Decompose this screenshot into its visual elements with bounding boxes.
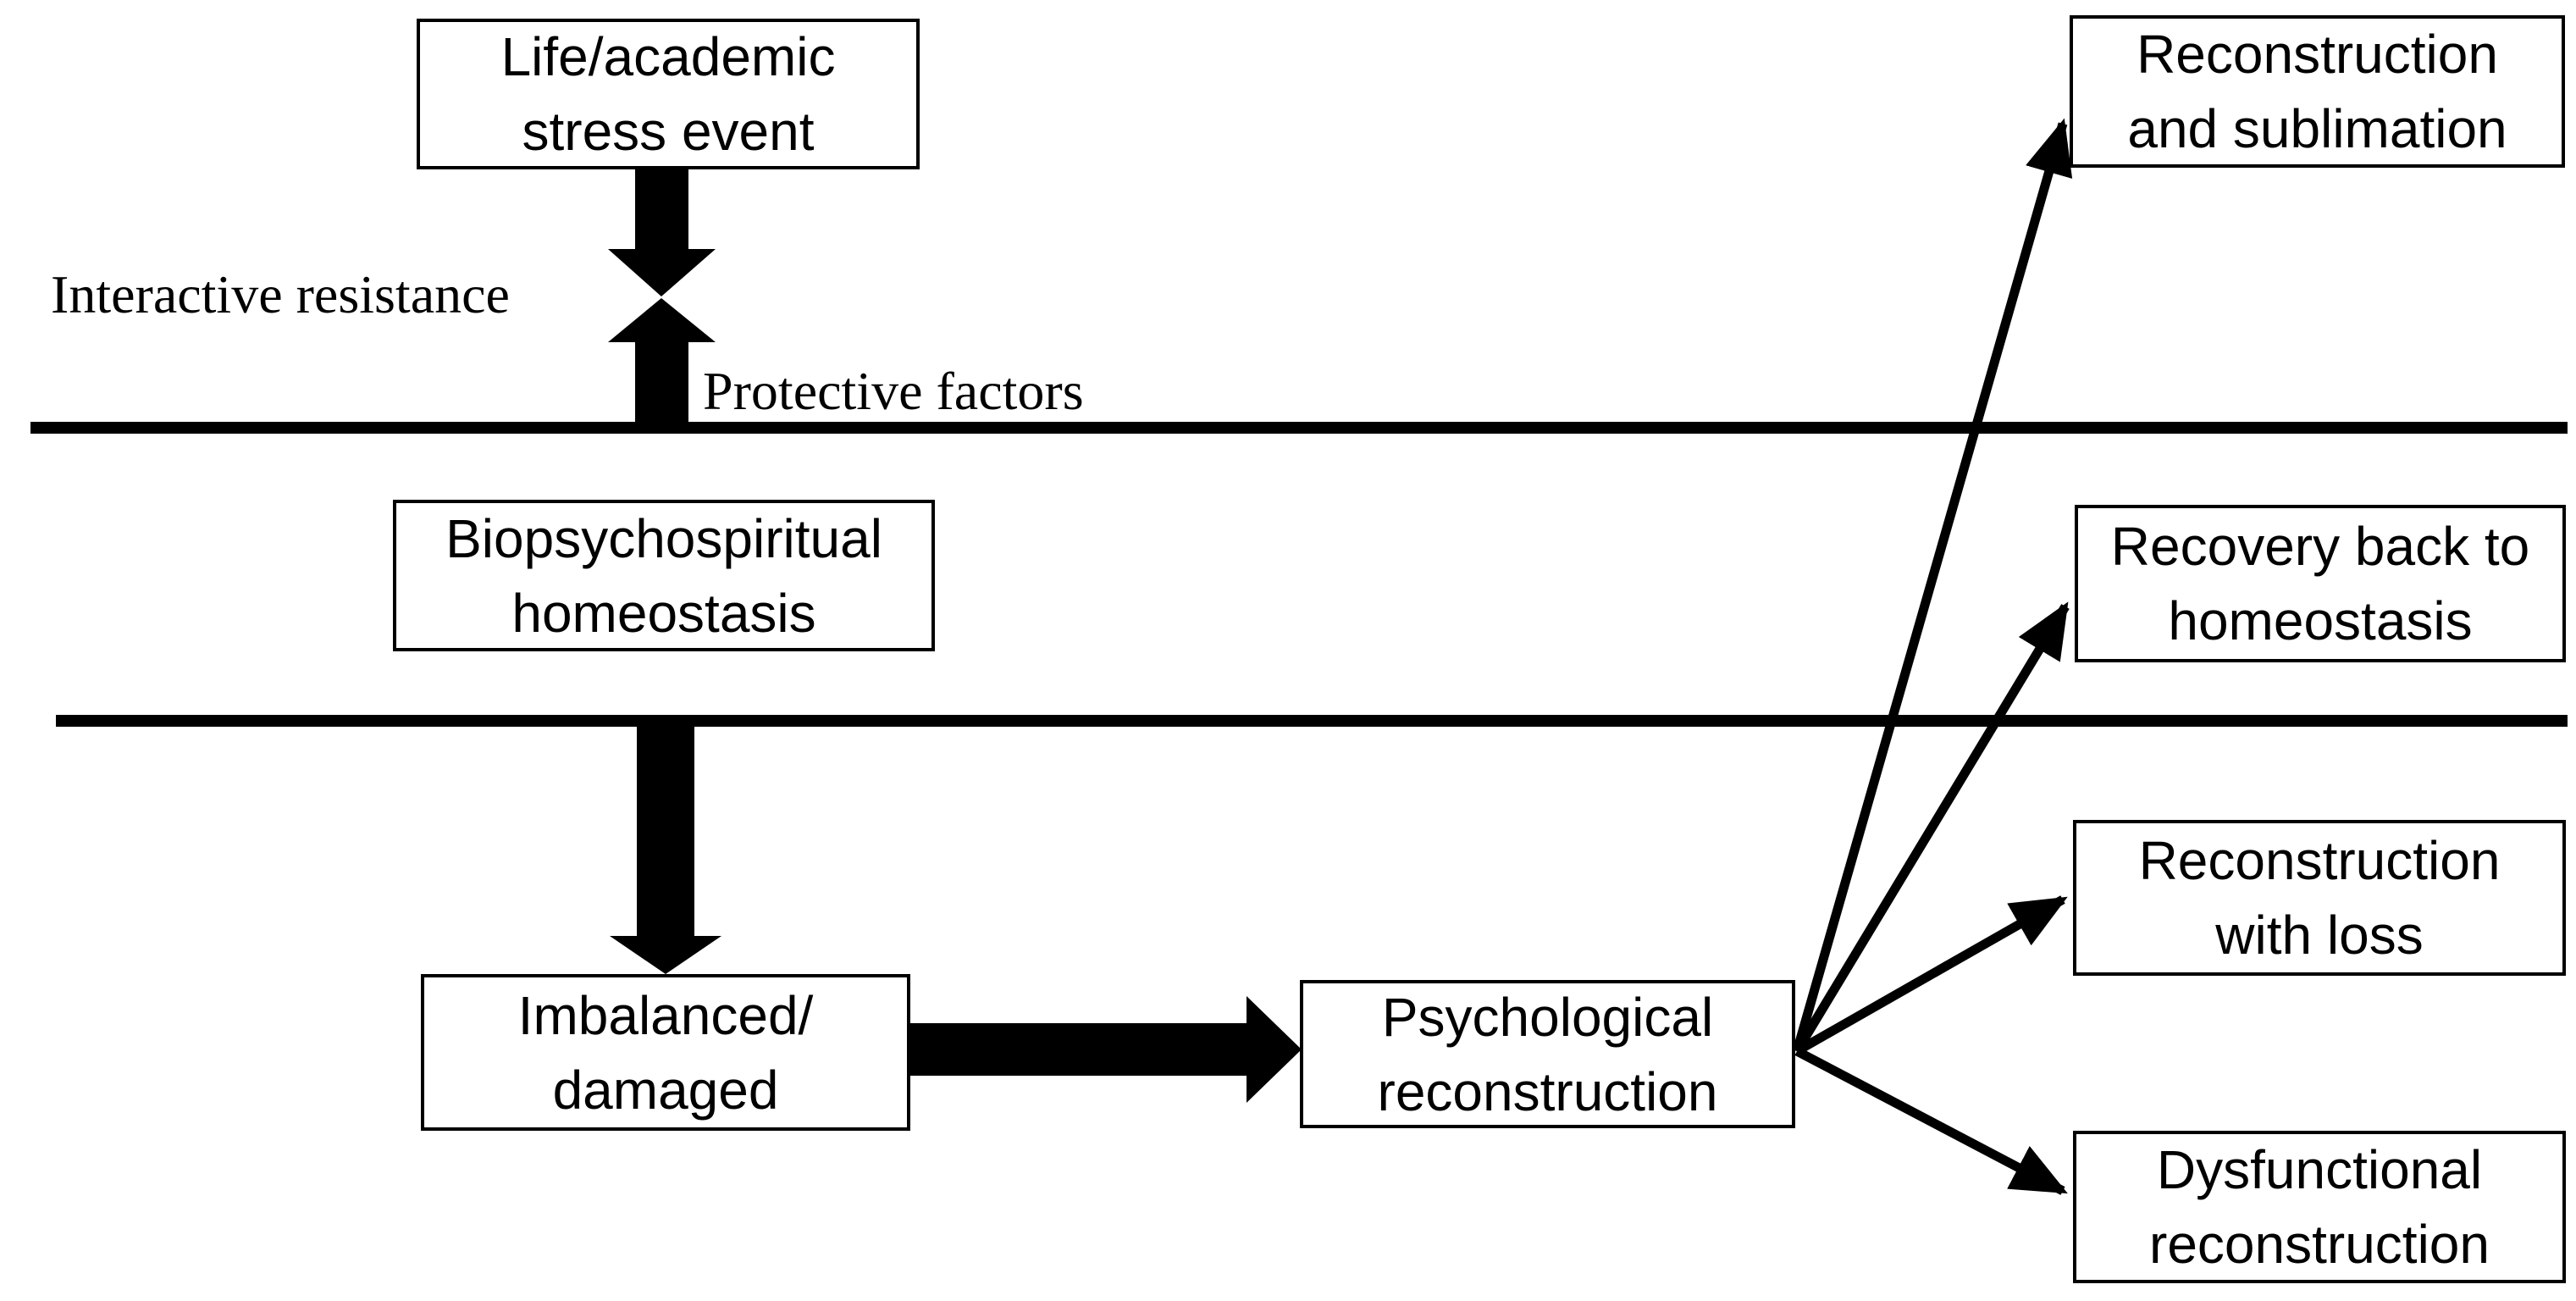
outcome-arrow-recovery xyxy=(1793,601,2070,1054)
boundary-line-lower xyxy=(56,715,2568,727)
outcome-arrow-loss xyxy=(1794,895,2068,1055)
imbalance-down-arrow xyxy=(610,725,721,974)
resistance-up-arrow xyxy=(608,298,716,424)
reconstruction-sublimation-box: Reconstruction and sublimation xyxy=(2070,15,2565,168)
recovery-homeostasis-box: Recovery back to homeostasis xyxy=(2075,505,2566,662)
stress-event-box: Life/academic stress event xyxy=(417,19,920,169)
stress-event-label-line1: Life/academic xyxy=(500,26,836,87)
dysfunctional-reconstruction-label-line1: Dysfunctional xyxy=(2156,1139,2483,1200)
psychological-reconstruction-label-line2: reconstruction xyxy=(1377,1060,1718,1122)
psychological-reconstruction-label-line1: Psychological xyxy=(1381,986,1714,1048)
reconstruction-loss-box: Reconstruction with loss xyxy=(2073,820,2566,976)
homeostasis-label-line2: homeostasis xyxy=(511,582,816,644)
imbalanced-label-line1: Imbalanced/ xyxy=(517,984,814,1046)
reconstruction-loss-label-line1: Reconstruction xyxy=(2138,830,2501,891)
dysfunctional-reconstruction-label-line2: reconstruction xyxy=(2149,1214,2490,1275)
homeostasis-box: Biopsychospiritual homeostasis xyxy=(393,500,935,651)
boundary-line-upper xyxy=(30,422,2568,434)
interactive-resistance-label: Interactive resistance xyxy=(51,264,510,324)
homeostasis-label-line1: Biopsychospiritual xyxy=(445,507,882,569)
psychological-reconstruction-box: Psychological reconstruction xyxy=(1300,980,1795,1128)
recovery-homeostasis-label-line2: homeostasis xyxy=(2168,590,2473,651)
reconstruction-right-arrow xyxy=(910,996,1302,1103)
stress-down-arrow xyxy=(608,168,716,296)
recovery-homeostasis-label-line1: Recovery back to xyxy=(2110,516,2530,577)
reconstruction-sublimation-label-line2: and sublimation xyxy=(2127,98,2507,159)
stress-event-label-line2: stress event xyxy=(522,101,815,162)
outcome-arrow-dysfunctional xyxy=(1794,1047,2068,1195)
reconstruction-loss-label-line2: with loss xyxy=(2215,905,2424,966)
imbalanced-label-line2: damaged xyxy=(552,1059,779,1121)
dysfunctional-reconstruction-box: Dysfunctional reconstruction xyxy=(2073,1131,2566,1283)
protective-factors-label: Protective factors xyxy=(703,361,1084,421)
reconstruction-sublimation-label-line1: Reconstruction xyxy=(2137,24,2498,85)
outcome-arrow-sublimation xyxy=(1792,118,2073,1053)
imbalanced-box: Imbalanced/ damaged xyxy=(421,974,910,1131)
